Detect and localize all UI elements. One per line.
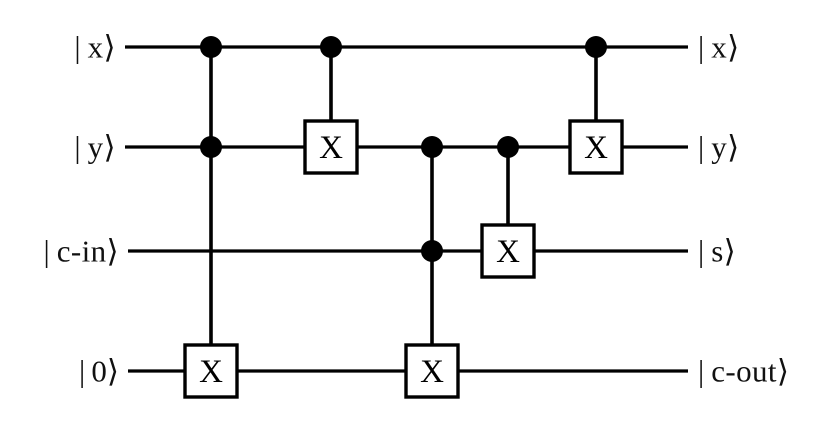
gate-toffoli-1[interactable]: X (183, 36, 239, 399)
input-label-zero: | 0⟩ (78, 353, 119, 389)
input-label-x: | x⟩ (74, 29, 116, 65)
control-dot-cin-3[interactable] (421, 240, 443, 262)
control-dot-y-1[interactable] (200, 136, 222, 158)
output-label-y: | y⟩ (698, 129, 740, 165)
gate-box-x-2[interactable] (303, 119, 359, 175)
control-dot-x-2[interactable] (320, 36, 342, 58)
gate-box-x-1[interactable] (183, 343, 239, 399)
input-label-y: | y⟩ (74, 129, 116, 165)
input-label-cin: | c-in⟩ (43, 233, 119, 269)
gate-box-x-3[interactable] (404, 343, 460, 399)
gate-label-3: X (420, 354, 444, 390)
output-label-cout: | c-out⟩ (698, 353, 790, 389)
control-dot-x-1[interactable] (200, 36, 222, 58)
output-label-s: | s⟩ (698, 233, 737, 269)
gate-box-x-5[interactable] (568, 119, 624, 175)
control-dot-y-3[interactable] (421, 136, 443, 158)
gate-label-4: X (496, 234, 520, 270)
output-label-x: | x⟩ (698, 29, 740, 65)
control-dot-x-5[interactable] (585, 36, 607, 58)
gate-cnot-4[interactable]: X (480, 136, 536, 279)
control-dot-y-4[interactable] (497, 136, 519, 158)
gate-label-1: X (199, 354, 223, 390)
gate-cnot-5[interactable]: X (568, 36, 624, 175)
gate-label-5: X (584, 130, 608, 166)
gate-box-x-4[interactable] (480, 223, 536, 279)
gate-cnot-2[interactable]: X (303, 36, 359, 175)
gate-label-2: X (319, 130, 343, 166)
gate-toffoli-3[interactable]: X (404, 136, 460, 399)
